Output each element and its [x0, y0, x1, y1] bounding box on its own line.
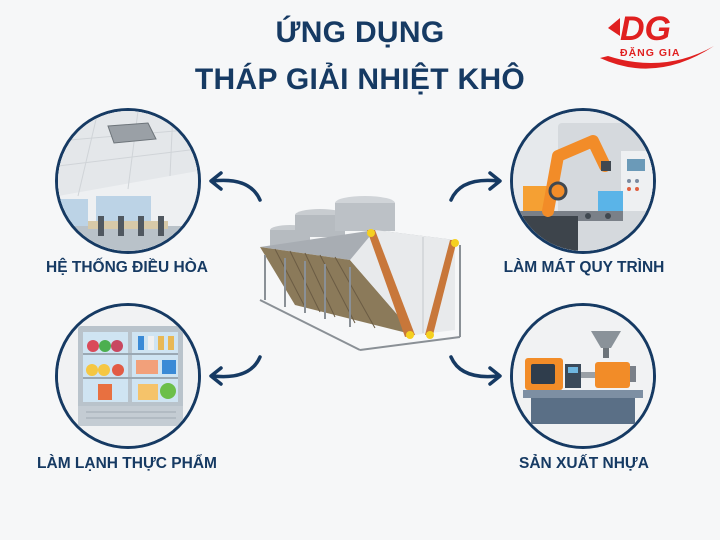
application-label-air-conditioning: HỆ THỐNG ĐIỀU HÒA — [46, 259, 208, 276]
dry-cooler-image — [255, 185, 475, 370]
dang-gia-logo: DG ĐẶNG GIA — [594, 6, 718, 76]
office-air-conditioning-icon — [58, 111, 198, 251]
title-line-1: ỨNG DỤNG — [275, 16, 445, 49]
svg-text:ĐẶNG GIA: ĐẶNG GIA — [620, 46, 681, 59]
svg-text:DG: DG — [620, 10, 671, 48]
application-air-conditioning-image — [55, 108, 201, 254]
injection-molding-machine-icon — [513, 306, 653, 446]
arrow-to-food-refrigeration-icon — [209, 355, 262, 386]
application-process-cooling-image — [510, 108, 656, 254]
robotic-arm-icon — [513, 111, 653, 251]
arrow-to-plastic-manufacturing-icon — [449, 355, 502, 386]
application-food-refrigeration-image — [55, 303, 201, 449]
application-plastic-manufacturing-image — [510, 303, 656, 449]
dry-cooler-icon — [259, 196, 461, 351]
title-line-2: THÁP GIẢI NHIỆT KHÔ — [194, 63, 526, 96]
arrow-to-air-conditioning-icon — [209, 171, 262, 202]
logo-mark-icon: DG ĐẶNG GIA — [600, 10, 714, 69]
application-label-process-cooling: LÀM MÁT QUY TRÌNH — [503, 259, 665, 276]
food-refrigerator-icon — [58, 306, 198, 446]
arrow-to-process-cooling-icon — [449, 171, 502, 202]
application-label-plastic-manufacturing: SẢN XUẤT NHỰA — [519, 455, 649, 472]
application-label-food-refrigeration: LÀM LẠNH THỰC PHẨM — [37, 455, 217, 472]
